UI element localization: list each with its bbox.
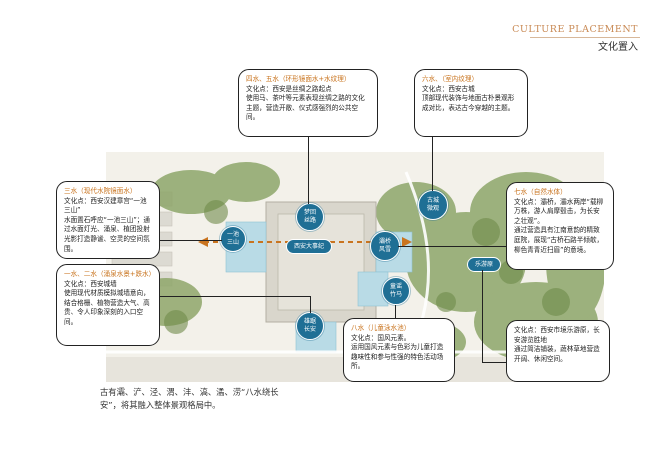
callout-four-five-water: 四水、五水（环形镜面水+水纹理） 文化点：西安是丝绸之路起点 使用马、茶叶等元素…: [238, 69, 378, 137]
connector-line: [398, 246, 508, 247]
node-yichi-sanshan[interactable]: 一池 三山: [220, 226, 246, 252]
caption-text: 古有灞、浐、泾、渭、沣、滈、潏、涝“八水绕长 安”，将其融入整体景观格局中。: [100, 387, 279, 410]
node-menghui-silu[interactable]: 梦回 丝路: [296, 203, 324, 231]
callout-body: 文化点：西安汉建章宫“一池三山” 水面置石呼应“一池三山”；通过水面灯光、涌泉、…: [64, 196, 150, 253]
callout-three-water: 三水（现代水院镜面水） 文化点：西安汉建章宫“一池三山” 水面置石呼应“一池三山…: [56, 181, 160, 259]
node-xian-dashiji[interactable]: 西安大事纪: [286, 239, 333, 254]
callout-title: 六水、（室内纹理）: [422, 75, 479, 83]
connector-line: [482, 270, 483, 362]
connector-line: [310, 296, 311, 313]
connector-line: [308, 136, 309, 204]
callout-title: 七水（自然水体）: [514, 188, 567, 196]
callout-title: 一水、二水（涌泉水景+跌水）: [64, 270, 156, 278]
header-title-cn: 文化置入: [598, 42, 638, 53]
callout-six-water: 六水、（室内纹理） 文化点：西安古城 顶部现代装饰与地面古朴景观形成对比，表达古…: [414, 69, 528, 137]
callout-title: 四水、五水（环形镜面水+水纹理）: [246, 75, 351, 83]
callout-leyouyuan: 文化点：西安市境乐游原，长安游览胜地 通过简洁铺装，蔬林草地营造开阔、休闲空间。: [506, 320, 610, 382]
node-leyouyuan[interactable]: 乐游原: [467, 257, 502, 272]
callout-body: 文化点：西安是丝绸之路起点 使用马、茶叶等元素表现丝绸之路的文化主题，营造开敞、…: [246, 84, 365, 122]
callout-one-two-water: 一水、二水（涌泉水景+跌水） 文化点：西安城墙 使用现代材质模拟城墙意向，结合格…: [56, 264, 160, 346]
callout-seven-water: 七水（自然水体） 文化点：灞桥，灞水两岸“载柳万株，游人肩摩毂击，为长安之壮观”…: [506, 182, 614, 270]
header-rule: [530, 37, 640, 38]
callout-title: 三水（现代水院镜面水）: [64, 187, 137, 195]
connector-line: [160, 240, 222, 241]
node-gucheng-weiguan[interactable]: 古城 微观: [418, 190, 448, 220]
connector-line: [482, 362, 508, 363]
node-tongyao-zhuma[interactable]: 童谣 竹马: [382, 277, 410, 305]
node-xiongju-changan[interactable]: 雄踞 长安: [296, 312, 324, 340]
header-title-en: CULTURE PLACEMENT: [512, 24, 638, 35]
callout-eight-water: 八水（儿童泳水池） 文化点：国风元素。 运用国风元素与色彩为儿童打造趣味性和参与…: [343, 318, 455, 382]
node-baqiao-fengxue[interactable]: 灞桥 风雪: [370, 231, 400, 261]
callout-body: 文化点：西安城墙 使用现代材质模拟城墙意向，结合格栅、植物营造大气、高贵、令人印…: [64, 279, 150, 326]
callout-body: 文化点：西安古城 顶部现代装饰与地面古朴景观形成对比，表达古今穿越的主题。: [422, 84, 515, 112]
callout-title: 八水（儿童泳水池）: [351, 324, 411, 332]
connector-line: [432, 136, 433, 191]
callout-body: 文化点：灞桥，灞水两岸“载柳万株，游人肩摩毂击，为长安之壮观”。 通过营造具有江…: [514, 197, 604, 254]
connector-line: [395, 305, 396, 319]
connector-line: [160, 296, 310, 297]
callout-body: 文化点：西安市境乐游原，长安游览胜地 通过简洁铺装，蔬林草地营造开阔、休闲空间。: [514, 326, 600, 363]
callout-body: 文化点：国风元素。 运用国风元素与色彩为儿童打造趣味性和参与性强的特色活动场所。: [351, 333, 444, 371]
